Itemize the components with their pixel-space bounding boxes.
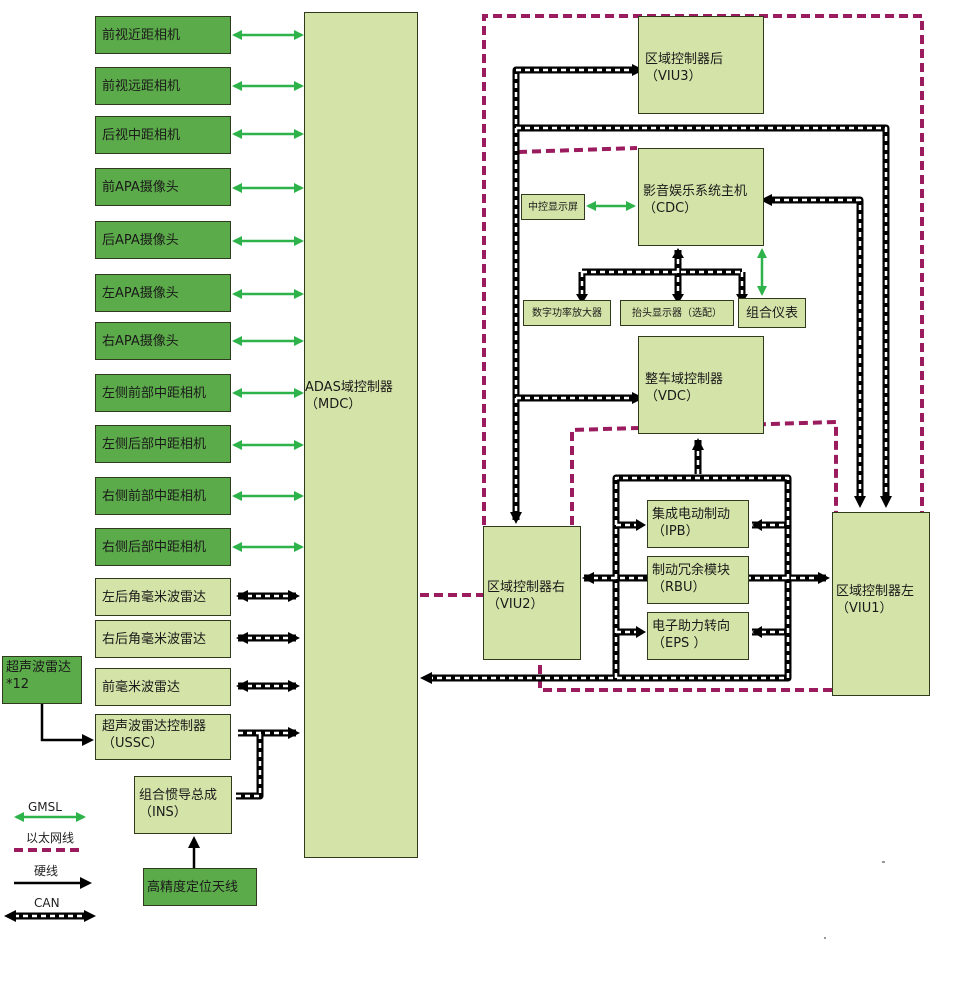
antenna-label: 高精度定位天线 [147,879,239,895]
viu3-code: （VIU3） [645,69,702,84]
eps-label: 电子助力转向 [652,619,731,634]
camera-box: 右侧后部中距相机 [95,528,231,566]
rbu-box: 制动冗余模块 （RBU） [647,556,749,604]
radar-box: 左后角毫米波雷达 [95,578,231,616]
ipb-label: 集成电动制动 [652,507,731,522]
camera-label: 左APA摄像头 [102,285,179,301]
eps-code: （EPS ） [652,636,707,651]
mdc-box: ADAS域控制器 （MDC） [304,12,418,858]
cdc-label: 影音娱乐系统主机 [643,184,748,199]
ussc-label: 超声波雷达控制器 [102,719,207,734]
rbu-code: （RBU） [652,580,706,595]
camera-label: 前APA摄像头 [102,179,179,195]
cdc-code: （CDC） [643,201,698,216]
ipb-code: （IPB） [652,524,699,539]
radar-label: 右后角毫米波雷达 [102,631,207,647]
camera-label: 前视远距相机 [102,78,181,94]
ins-code: （INS） [139,805,187,820]
hud-box: 抬头显示器（选配） [620,300,734,326]
vdc-code: （VDC） [645,389,699,404]
viu3-label: 区域控制器后 [645,52,724,67]
viu1-box: 区域控制器左 （VIU1） [832,512,930,696]
hud-label: 抬头显示器（选配） [632,307,722,319]
camera-box: 后视中距相机 [95,116,231,154]
camera-label: 左侧后部中距相机 [102,436,207,452]
mdc-label: ADAS域控制器 [305,380,393,395]
camera-label: 后视中距相机 [102,127,181,143]
cluster-label: 组合仪表 [745,305,798,321]
eps-box: 电子助力转向 （EPS ） [647,612,749,660]
camera-box: 右侧前部中距相机 [95,477,231,515]
mdc-code: （MDC） [305,397,362,412]
camera-box: 前视近距相机 [95,16,231,54]
camera-box: 右APA摄像头 [95,322,231,360]
legend-hardwire: 硬线 [34,864,59,878]
cluster-box: 组合仪表 [738,298,806,328]
camera-box: 前视远距相机 [95,67,231,105]
ins-label: 组合惯导总成 [139,788,218,803]
viu1-label: 区域控制器左 [836,584,915,599]
vdc-label: 整车域控制器 [645,372,724,387]
amplifier-label: 数字功率放大器 [532,307,602,319]
ussc-box: 超声波雷达控制器 （USSC） [95,714,231,760]
legend-ethernet: 以太网线 [26,831,75,845]
amplifier-box: 数字功率放大器 [523,300,611,326]
viu1-code: （VIU1） [836,601,893,616]
viu2-box: 区域控制器右 （VIU2） [483,526,581,660]
viu3-box: 区域控制器后 （VIU3） [638,16,764,114]
radar-label: 前毫米波雷达 [102,679,181,695]
camera-label: 后APA摄像头 [102,232,179,248]
ultrasonic-label: 超声波雷达 [6,660,72,675]
radar-box: 前毫米波雷达 [95,668,231,706]
camera-label: 右侧后部中距相机 [102,539,207,555]
camera-box: 左侧前部中距相机 [95,374,231,412]
rbu-label: 制动冗余模块 [652,563,731,578]
camera-box: 前APA摄像头 [95,168,231,206]
radar-label: 左后角毫米波雷达 [102,589,207,605]
camera-label: 左侧前部中距相机 [102,385,207,401]
ussc-code: （USSC） [102,736,164,751]
cdc-box: 影音娱乐系统主机 （CDC） [638,148,764,246]
ultrasonic-count: *12 [6,677,30,692]
legend-gmsl: GMSL [28,800,62,814]
camera-label: 前视近距相机 [102,27,181,43]
camera-label: 右APA摄像头 [102,333,179,349]
viu2-code: （VIU2） [487,597,544,612]
ipb-box: 集成电动制动 （IPB） [647,500,749,548]
center-display-label: 中控显示屏 [528,201,578,213]
legend-can: CAN [34,896,60,910]
center-display-box: 中控显示屏 [521,194,585,220]
camera-box: 左侧后部中距相机 [95,425,231,463]
camera-box: 左APA摄像头 [95,274,231,312]
vdc-box: 整车域控制器 （VDC） [638,336,764,434]
camera-box: 后APA摄像头 [95,221,231,259]
ins-box: 组合惯导总成 （INS） [134,776,232,834]
radar-box: 右后角毫米波雷达 [95,620,231,658]
ultrasonic-radar-box: 超声波雷达 *12 [2,656,82,704]
viu2-label: 区域控制器右 [487,580,566,595]
camera-label: 右侧前部中距相机 [102,488,207,504]
antenna-box: 高精度定位天线 [143,868,257,906]
